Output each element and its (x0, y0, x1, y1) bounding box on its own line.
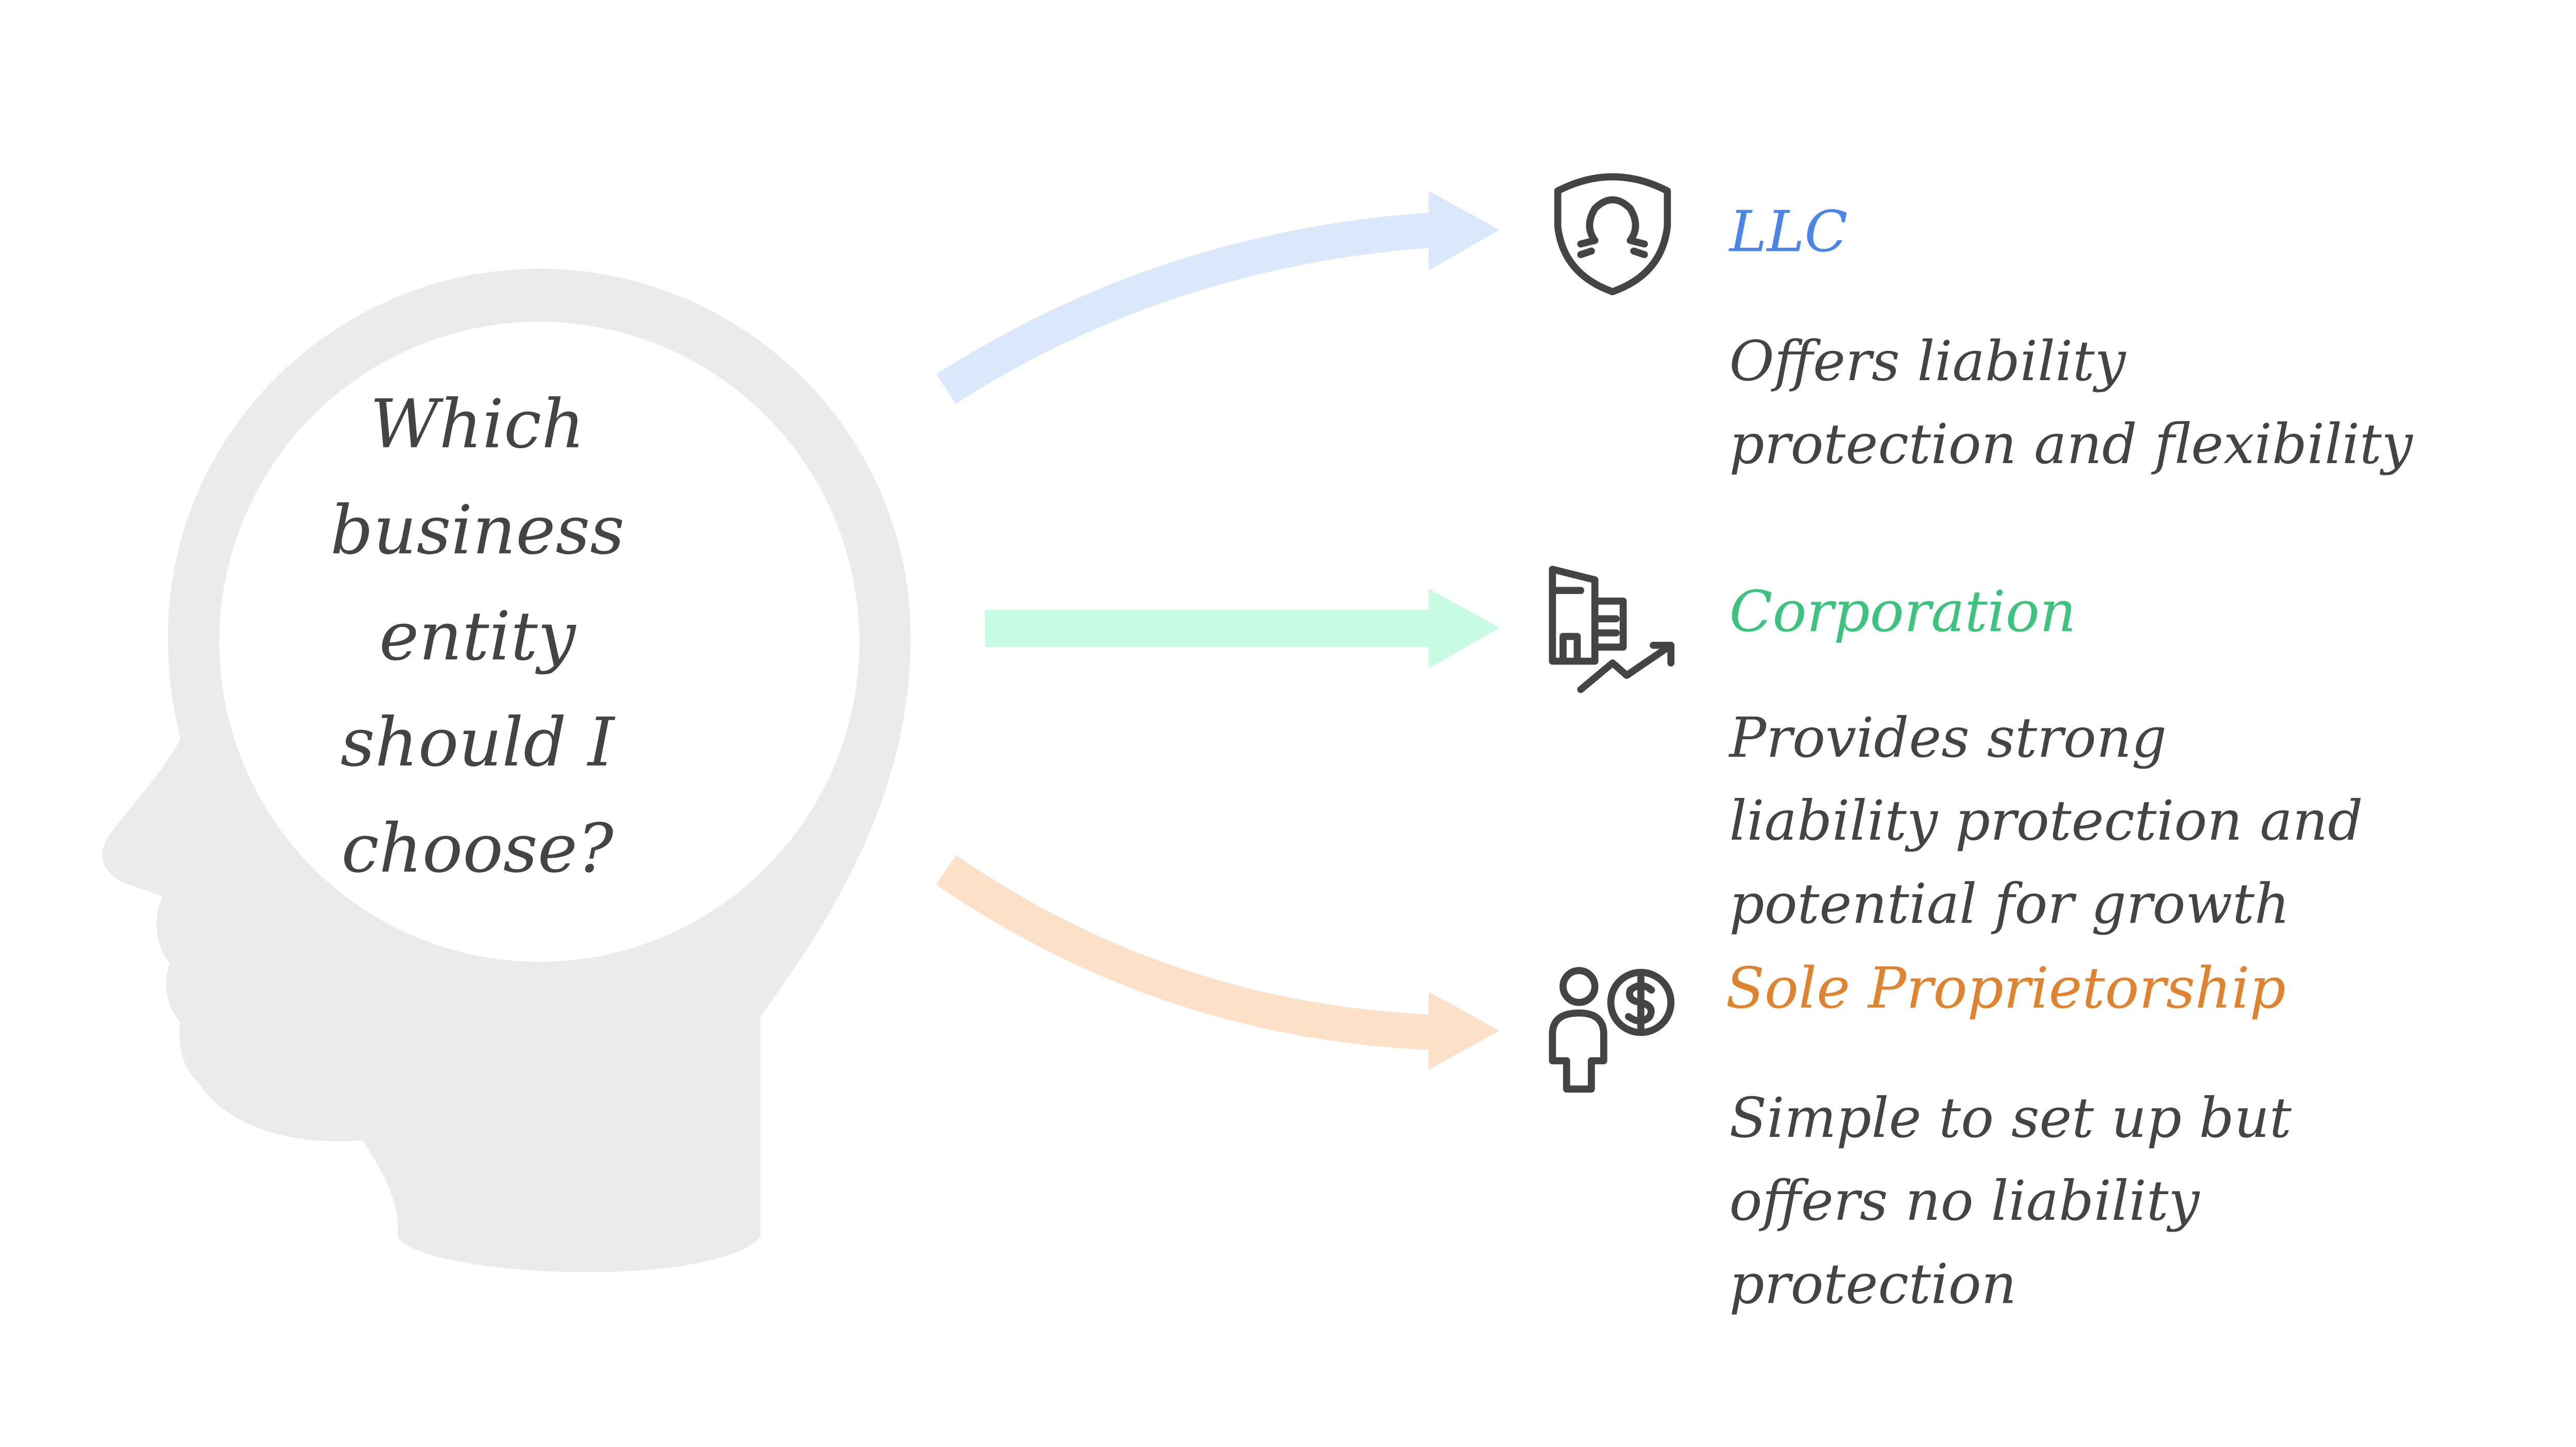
head-silhouette (102, 268, 911, 1272)
arrow-corporation (985, 588, 1500, 669)
arrow-llc (936, 191, 1500, 404)
arrow-sole-proprietorship (936, 855, 1500, 1070)
option-description-sole-proprietorship: Simple to set up but offers no liability… (1729, 1087, 2292, 1317)
central-question: Which business entity should I choose? (330, 385, 625, 888)
option-title-llc: LLC (1729, 198, 1848, 265)
option-title-sole-proprietorship: Sole Proprietorship (1725, 955, 2286, 1022)
building-growth-icon (1549, 566, 1675, 693)
person-dollar-icon (1549, 967, 1675, 1093)
option-description-llc: Offers liability protection and flexibil… (1729, 330, 2413, 478)
option-description-corporation: Provides strong liability protection and… (1729, 707, 2363, 937)
option-title-corporation: Corporation (1729, 578, 2076, 645)
shield-person-icon (1554, 173, 1671, 296)
